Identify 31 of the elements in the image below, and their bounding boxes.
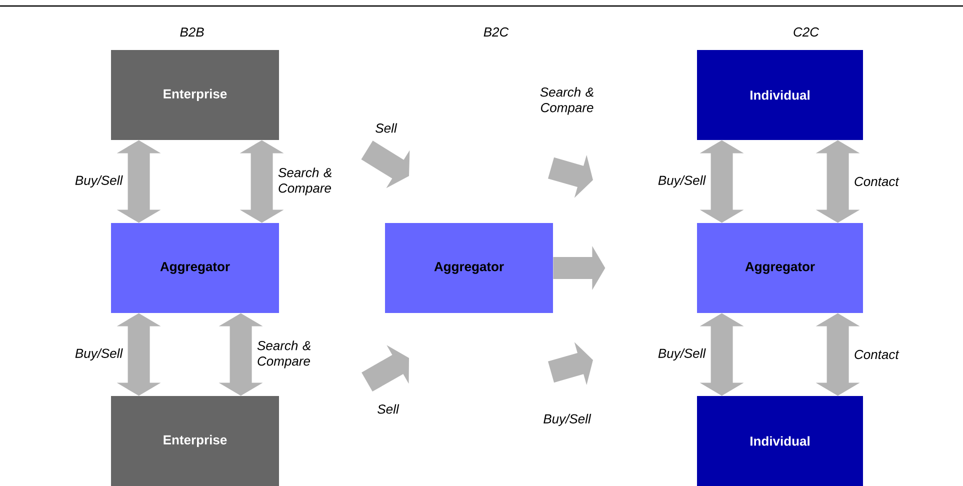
edge-label: Contact — [854, 176, 900, 186]
entity-box: Aggregator — [697, 223, 863, 313]
double-arrow — [116, 313, 161, 396]
entity-box: Aggregator — [111, 223, 279, 313]
edge-label: Buy/Sell — [658, 348, 706, 361]
label: Sell — [376, 123, 398, 133]
label: B2C — [484, 27, 509, 37]
entity-box: Enterprise — [111, 50, 279, 140]
block-arrow — [553, 246, 606, 290]
edge-label: Contact — [854, 350, 900, 360]
double-arrow — [218, 313, 263, 396]
edge-label: Buy/Sell — [75, 348, 123, 361]
double-arrow — [816, 313, 860, 396]
double-arrow — [700, 140, 744, 223]
entity-box: Individual — [697, 396, 863, 486]
double-arrow — [240, 140, 284, 223]
edge-label: Buy/Sell — [658, 175, 706, 188]
edge-label: Buy/Sell — [75, 175, 123, 188]
label: Buy/Sell — [544, 414, 592, 426]
entity-box: Enterprise — [111, 396, 279, 486]
entity-box: Individual — [697, 50, 863, 140]
label: Sell — [378, 404, 400, 414]
double-arrow — [816, 140, 860, 223]
entity-box: Aggregator — [385, 223, 553, 313]
label: C2C — [794, 27, 820, 37]
double-arrow — [700, 313, 744, 396]
edge-label: Search & Compare — [278, 168, 332, 196]
edge-label: Search & Compare — [257, 340, 310, 368]
double-arrow — [116, 140, 161, 223]
label: Search & Compare — [540, 87, 594, 115]
label: B2B — [180, 27, 204, 37]
